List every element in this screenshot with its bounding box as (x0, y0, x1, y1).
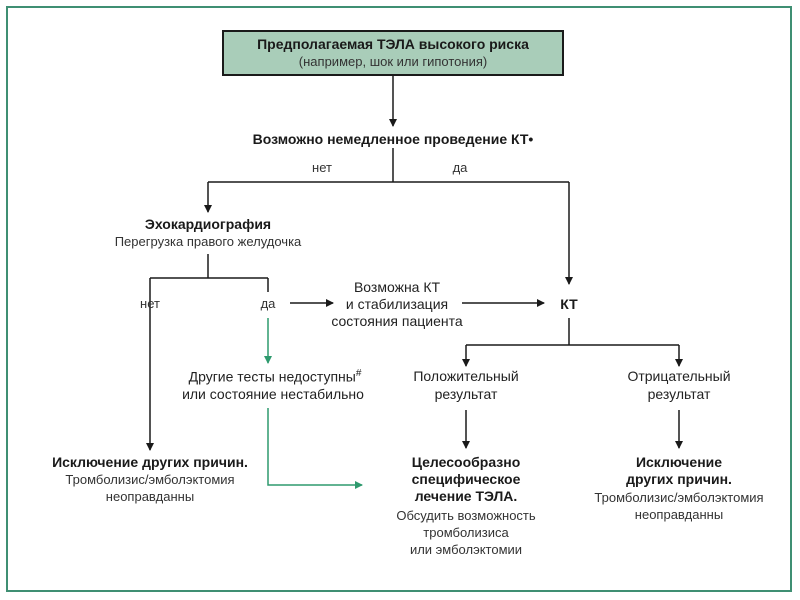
other-tests-text: Другие тесты недоступны (188, 368, 356, 385)
ct-no-label: нет (312, 160, 332, 175)
stabilization-line3: состояния пациента (331, 313, 463, 329)
ct-question: Возможно немедленное проведение КТ• (252, 131, 534, 147)
treat-line2: специфическое (411, 471, 521, 487)
positive-line1: Положительный (413, 368, 519, 384)
start-box: Предполагаемая ТЭЛА высокого риска (напр… (222, 30, 564, 76)
exclude-left-title: Исключение других причин. (52, 454, 248, 470)
treat-line5: тромболизиса (423, 525, 509, 540)
negative-line2: результат (647, 386, 711, 402)
ct-yes-label: да (452, 160, 468, 175)
exclude-left-line3: неоправданны (105, 489, 195, 504)
other-tests-line1: Другие тесты недоступны# (164, 368, 386, 385)
echo-subtitle: Перегрузка правого желудочка (114, 234, 302, 249)
echo-yes-label: да (260, 296, 276, 311)
diagram-frame (6, 6, 792, 592)
echo-no-label: нет (140, 296, 160, 311)
other-tests-mark: # (355, 368, 362, 379)
ct-node: КТ (560, 296, 578, 312)
exclude-right-line1: Исключение (635, 454, 723, 470)
start-subtitle: (например, шок или гипотония) (298, 54, 488, 69)
treat-line4: Обсудить возможность (396, 508, 536, 523)
treat-line1: Целесообразно (411, 454, 521, 470)
stabilization-line2: и стабилизация (345, 296, 449, 312)
positive-line2: результат (434, 386, 498, 402)
start-title: Предполагаемая ТЭЛА высокого риска (257, 36, 529, 52)
exclude-right-line3: Тромболизис/эмболэктомия (594, 490, 764, 505)
other-tests-line2: или состояние нестабильно (182, 386, 364, 402)
stabilization-line1: Возможна КТ (353, 279, 441, 295)
negative-line1: Отрицательный (627, 368, 731, 384)
exclude-right-line2: других причин. (626, 471, 732, 487)
exclude-right-line4: неоправданны (634, 507, 724, 522)
treat-line3: лечение ТЭЛА. (414, 488, 518, 504)
arrow-other-tests-to-treat (267, 408, 363, 489)
exclude-left-line2: Тромболизис/эмболэктомия (65, 472, 235, 487)
echo-title: Эхокардиография (144, 216, 272, 232)
treat-line6: или эмболэктомии (409, 542, 523, 557)
